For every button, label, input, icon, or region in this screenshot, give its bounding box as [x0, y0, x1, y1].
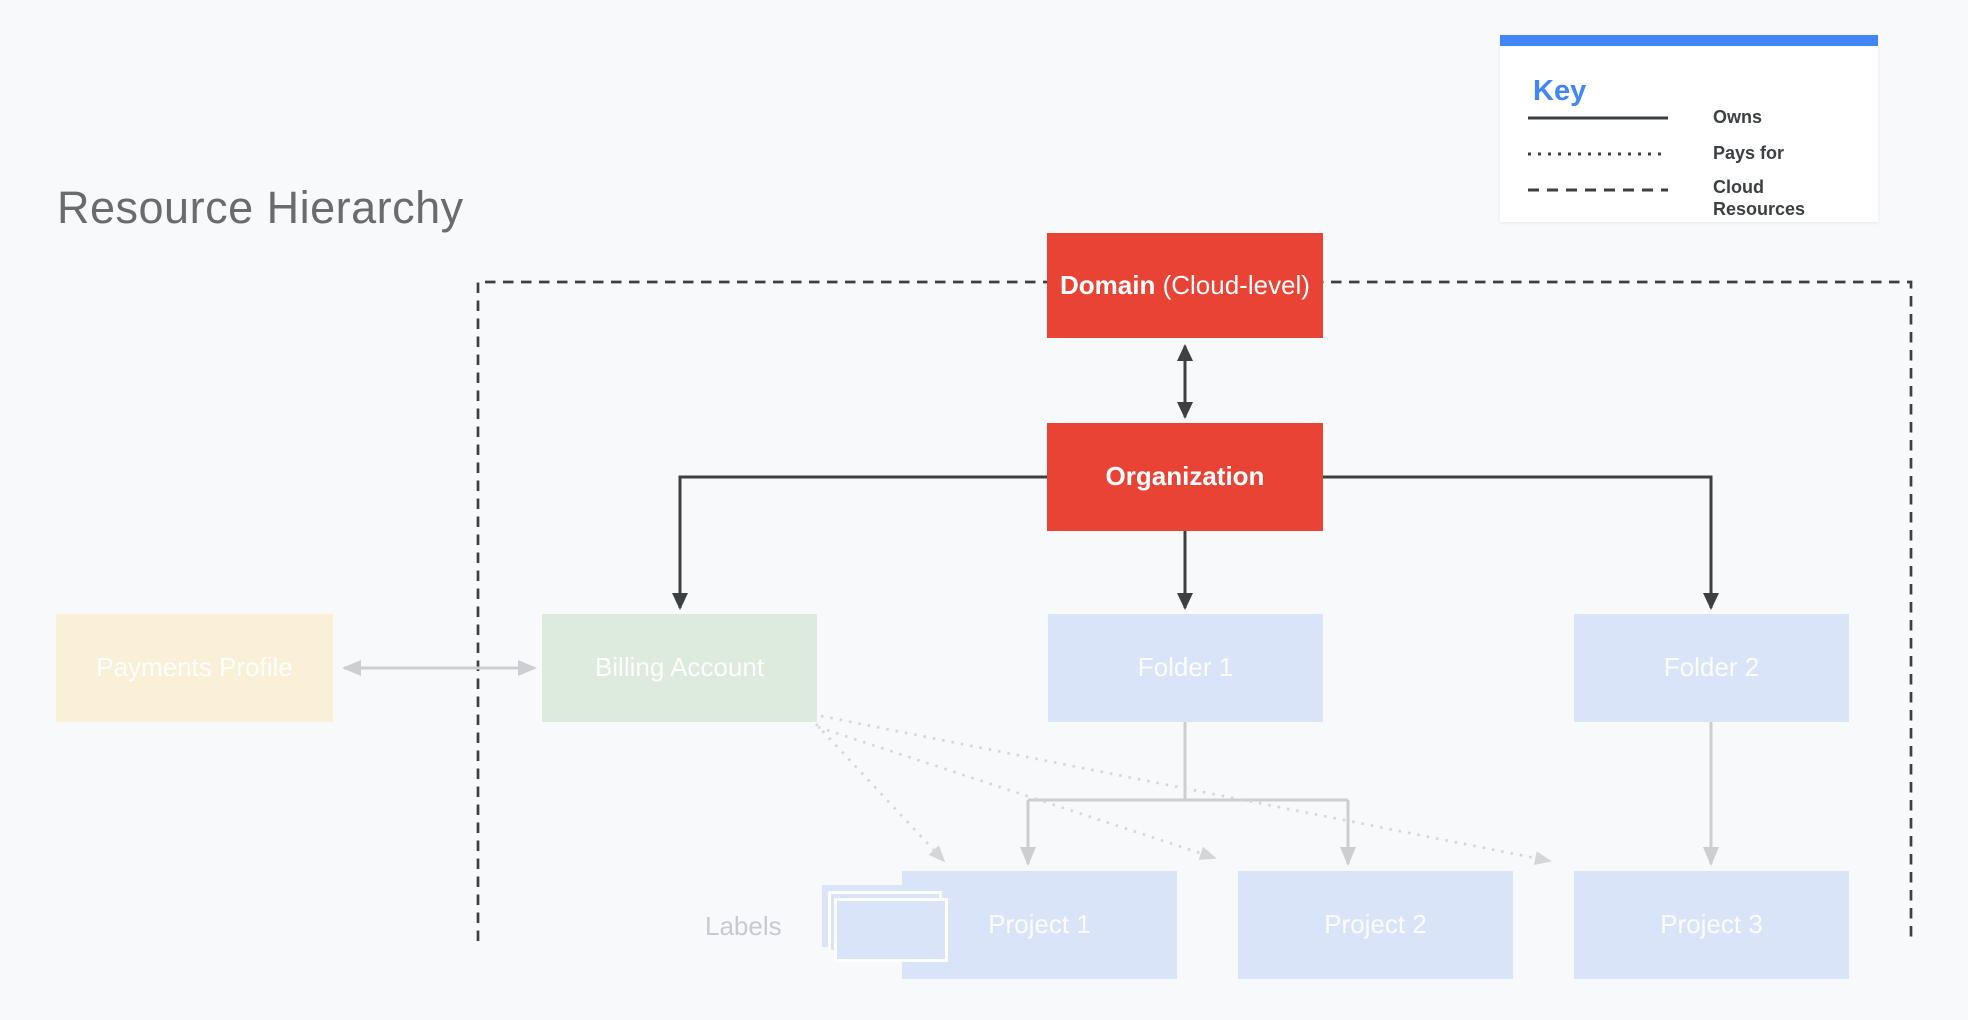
edge-billing-project2 [817, 725, 1217, 860]
node-folder-2: Folder 2 [1574, 614, 1849, 722]
node-project-3-label: Project 3 [1660, 909, 1763, 940]
node-folder-1-label: Folder 1 [1137, 652, 1234, 683]
stacked-cards-icon [822, 885, 956, 969]
edge-organization-folder2 [1323, 475, 1719, 610]
legend-line-dashed [1528, 188, 1668, 192]
node-domain: Domain (Cloud-level) [1047, 233, 1323, 338]
node-folder-2-label: Folder 2 [1663, 652, 1760, 683]
node-organization-label: Organization [1105, 461, 1265, 492]
node-project-1-label: Project 1 [988, 909, 1091, 940]
legend-line-solid [1528, 116, 1668, 120]
node-payments-profile: Payments Profile [56, 614, 333, 722]
legend-label-owns: Owns [1713, 107, 1763, 127]
node-domain-label-rest: (Cloud-level) [1155, 269, 1310, 300]
stacked-card-front [834, 898, 948, 962]
legend-label-pays-for: Pays for [1713, 143, 1785, 163]
node-payments-profile-label: Payments Profile [96, 652, 293, 683]
legend-title: Key [1533, 75, 1587, 107]
cloud-resources-boundary [476, 280, 1913, 941]
page-title: Resource Hierarchy [57, 182, 464, 233]
legend-accent-bar [1500, 35, 1878, 46]
node-project-3: Project 3 [1574, 871, 1849, 979]
node-project-2-label: Project 2 [1324, 909, 1427, 940]
edge-billing-project1 [815, 723, 946, 863]
edge-folder1-tree [1028, 722, 1348, 802]
node-folder-1: Folder 1 [1048, 614, 1323, 722]
pays-for-connectors [815, 714, 1552, 865]
legend-key: Key Owns Pays for Cloud Resources [1500, 35, 1878, 222]
legend-line-dotted [1528, 152, 1668, 156]
labels-annotation: Labels [705, 911, 782, 941]
node-billing-account-label: Billing Account [594, 652, 765, 683]
owns-connectors [672, 344, 1719, 610]
edge-billing-project3 [820, 714, 1552, 865]
node-organization: Organization [1047, 423, 1323, 531]
node-domain-label-bold: Domain [1060, 269, 1156, 300]
node-project-2: Project 2 [1238, 871, 1513, 979]
gray-connectors [342, 660, 1719, 866]
edge-organization-billing [672, 475, 1047, 610]
node-billing-account: Billing Account [542, 614, 817, 722]
legend-label-cloud-resources: Cloud Resources [1713, 177, 1806, 219]
